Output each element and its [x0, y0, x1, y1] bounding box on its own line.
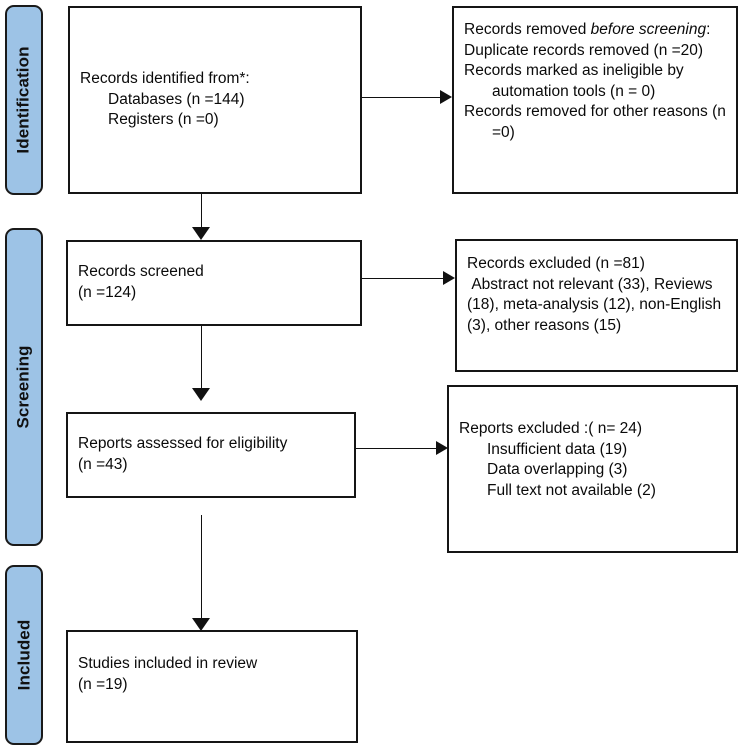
box-studies-included: Studies included in review (n =19) [66, 630, 358, 743]
reports-assessed-line-1: Reports assessed for eligibility [78, 435, 288, 453]
records-removed-line-2: Records marked as ineligible by automati… [464, 62, 688, 100]
phase-bar-included: Included [5, 565, 43, 745]
connector-identified-to-removed [362, 97, 440, 98]
records-removed-heading-suffix: : [706, 21, 711, 38]
records-screened-line-1: Records screened [78, 263, 204, 281]
records-excluded-line-1: Records excluded (n =81) [467, 255, 645, 272]
arrowhead-assessed-to-included [192, 618, 210, 631]
connector-assessed-to-included [201, 515, 202, 618]
phase-label-screening: Screening [14, 345, 34, 429]
phase-label-included: Included [14, 619, 34, 691]
records-screened-line-2: (n =124) [78, 284, 137, 301]
records-identified-line-3: Registers (n =0) [108, 111, 219, 129]
connector-screened-to-assessed [201, 326, 202, 388]
reports-excluded-line-1: Reports excluded :( n= 24) [459, 420, 643, 437]
reports-assessed-line-2: (n =43) [78, 456, 128, 473]
connector-identified-to-screened [201, 194, 202, 227]
box-records-excluded: Records excluded (n =81) Abstract not re… [455, 239, 738, 372]
arrowhead-identified-to-removed [440, 90, 452, 104]
box-records-identified: Records identified from*: Databases (n =… [68, 6, 362, 194]
reports-excluded-line-2: Insufficient data (19) [487, 440, 628, 458]
phase-bar-screening: Screening [5, 228, 43, 546]
connector-assessed-to-reports-excluded [356, 448, 436, 449]
box-records-screened: Records screened (n =124) [66, 240, 362, 326]
records-removed-line-1: Duplicate records removed (n =20) [464, 41, 704, 59]
arrowhead-identified-to-screened [192, 227, 210, 240]
phase-bar-identification: Identification [5, 5, 43, 195]
box-records-removed-before-screening: Records removed before screening: Duplic… [452, 6, 738, 194]
records-removed-heading-italic: before screening [590, 21, 707, 38]
reports-excluded-line-3: Data overlapping (3) [487, 461, 628, 479]
records-identified-line-1: Records identified from*: [80, 70, 250, 88]
studies-included-line-1: Studies included in review [78, 655, 258, 672]
phase-label-identification: Identification [14, 46, 33, 154]
connector-screened-to-excluded [362, 278, 443, 279]
records-removed-heading-prefix: Records removed [464, 21, 591, 38]
records-identified-line-2: Databases (n =144) [108, 90, 245, 108]
arrowhead-assessed-to-reports-excluded [436, 441, 448, 455]
arrowhead-screened-to-excluded [443, 271, 455, 285]
studies-included-line-2: (n =19) [78, 675, 128, 693]
records-excluded-line-2: Abstract not relevant (33), Reviews (18)… [467, 275, 726, 334]
records-removed-line-3: Records removed for other reasons (n =0) [464, 103, 731, 142]
records-removed-heading: Records removed before screening: [464, 20, 726, 41]
arrowhead-screened-to-assessed [192, 388, 210, 401]
box-reports-assessed: Reports assessed for eligibility (n =43) [66, 412, 356, 498]
reports-excluded-line-4: Full text not available (2) [487, 481, 656, 499]
box-reports-excluded: Reports excluded :( n= 24) Insufficient … [447, 385, 738, 553]
